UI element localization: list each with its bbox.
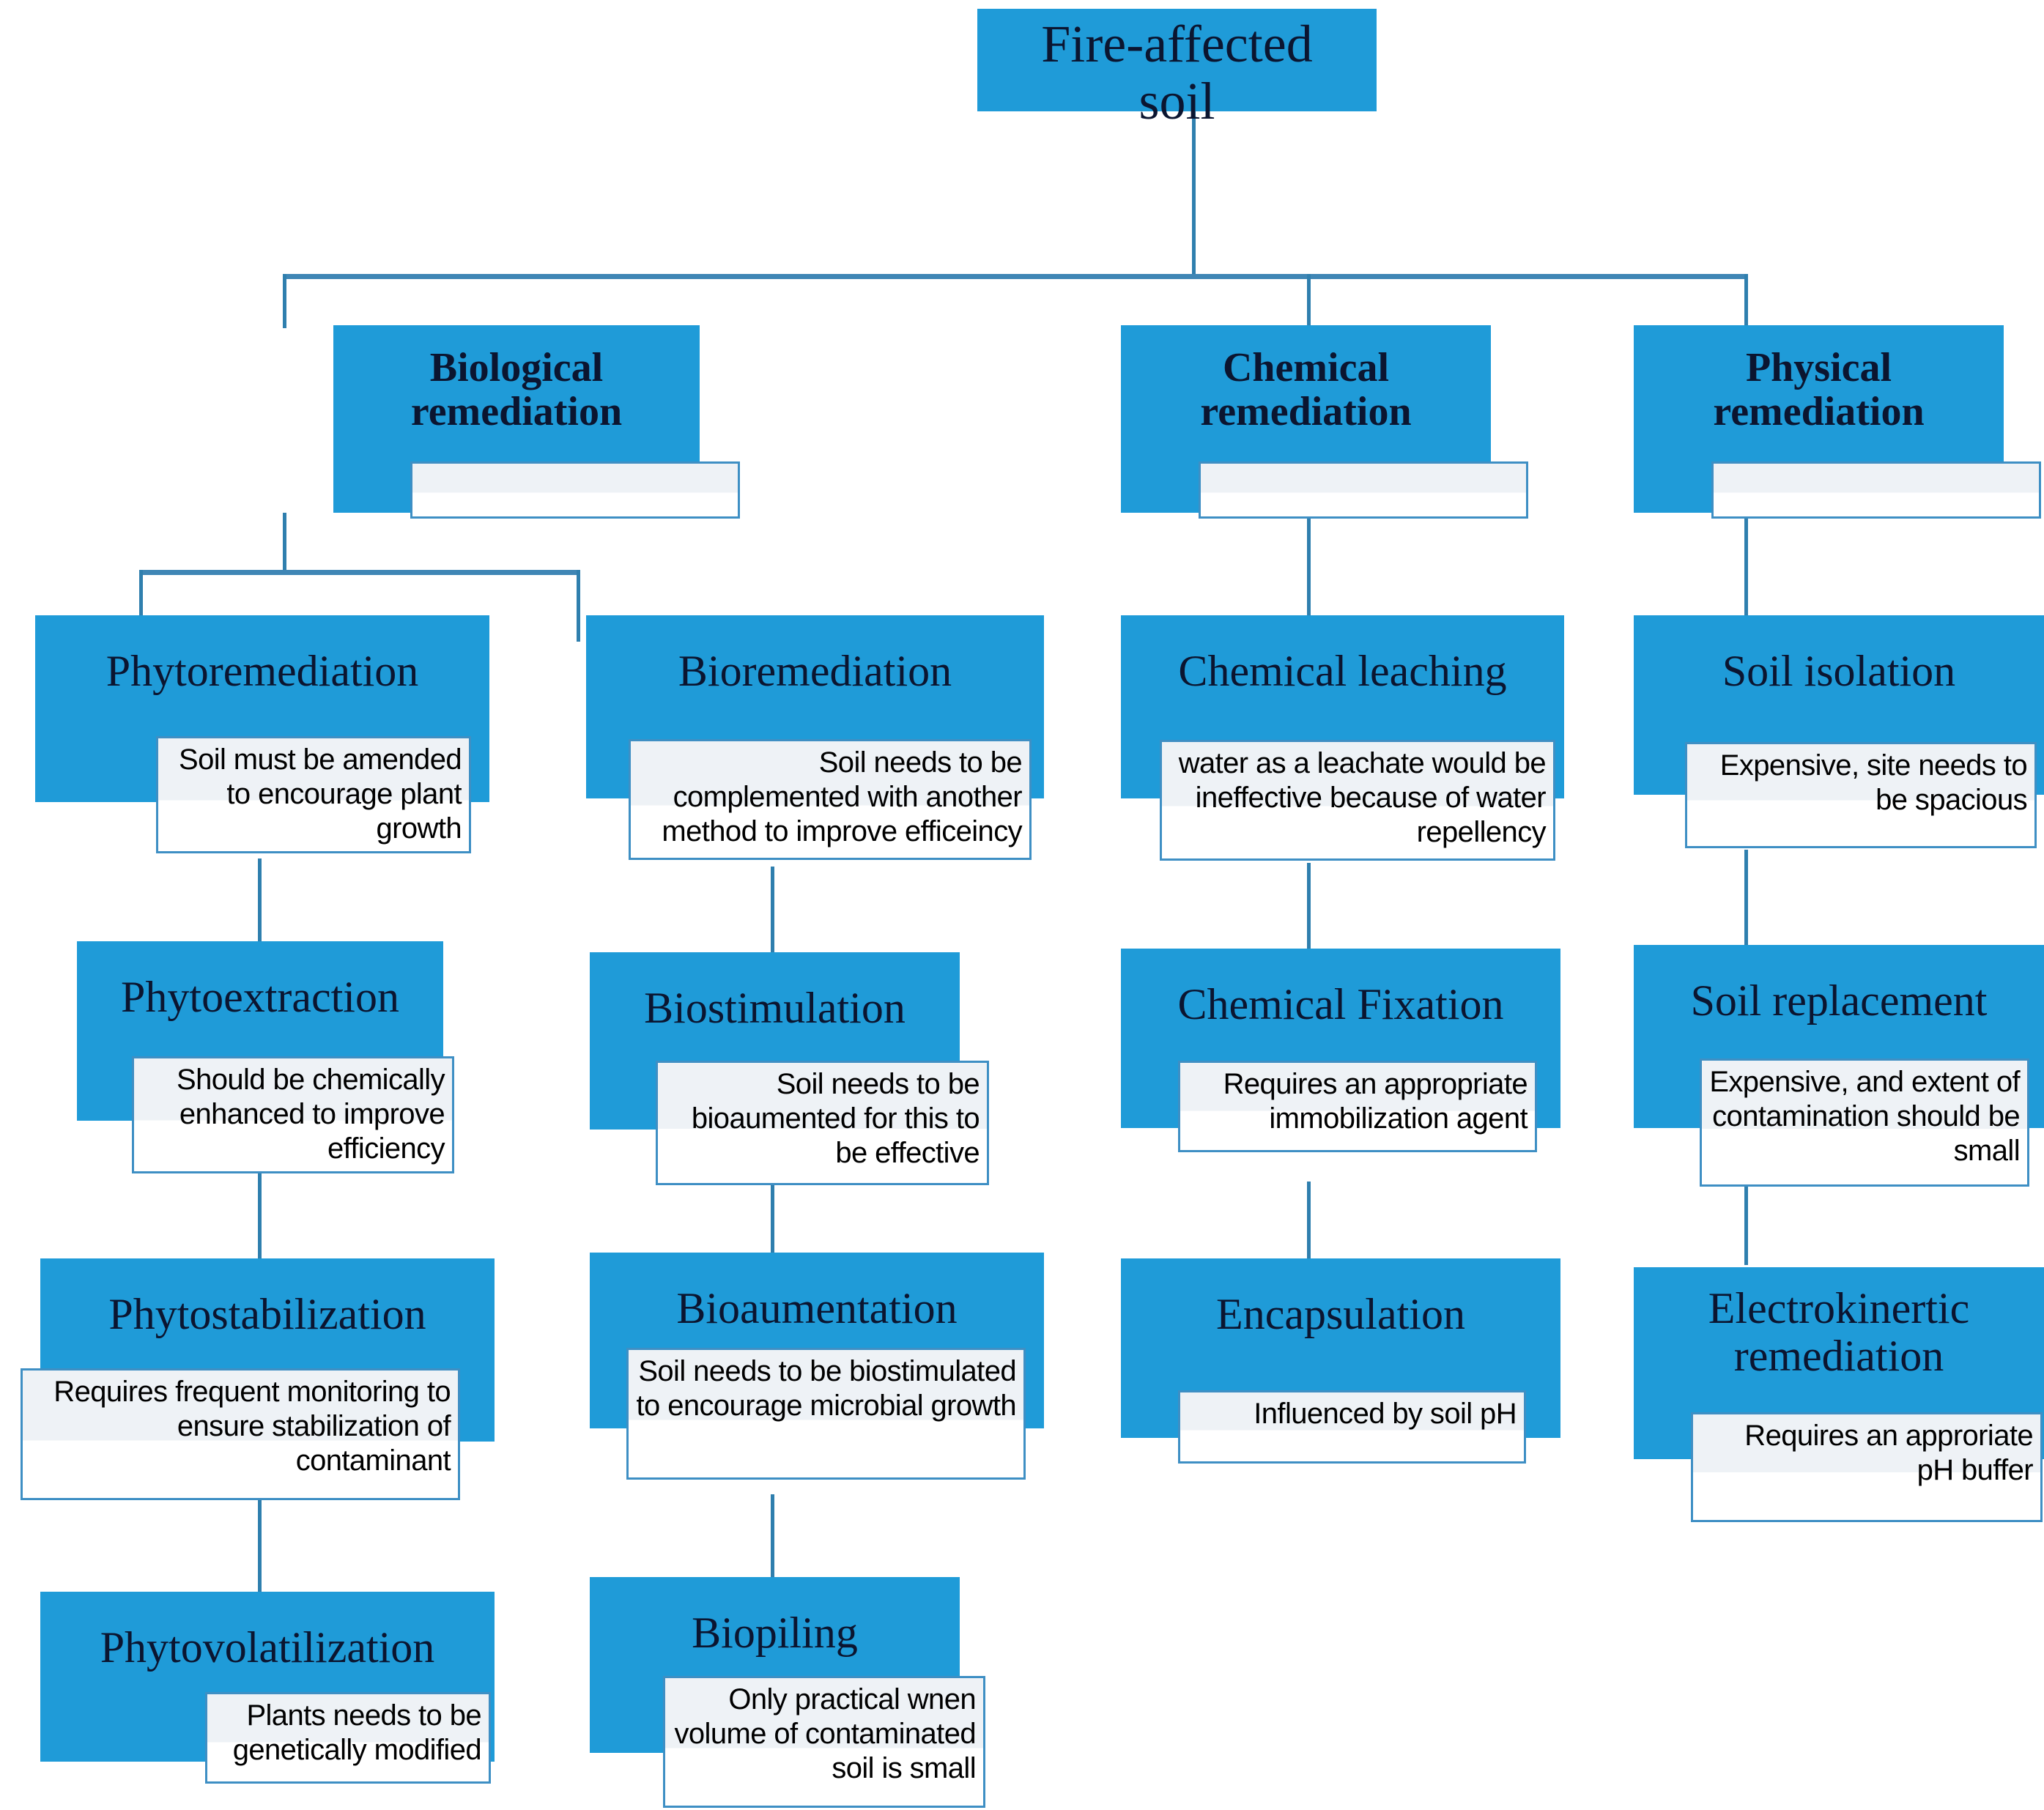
node-label: Biopiling: [692, 1609, 858, 1657]
connector-biological-stem: [283, 513, 286, 571]
connector-drop-phytoremediation: [139, 570, 143, 642]
note-chemical-fixation: Requires an appropriate immobilization a…: [1178, 1061, 1537, 1152]
node-label: Fire-affected soil: [1041, 15, 1313, 130]
note-chemical-remediation: [1199, 461, 1528, 519]
note-text: Plants needs to be genetically modified: [232, 1699, 482, 1767]
note-phytostabilization: Requires frequent monitoring to ensure s…: [21, 1368, 460, 1500]
connector-drop-chemical: [1307, 274, 1311, 328]
note-text: Only practical wnen volume of contaminat…: [674, 1683, 977, 1785]
connector-bio-chain-1: [771, 867, 774, 952]
note-bioaumentation: Soil needs to be biostimulated to encour…: [626, 1348, 1026, 1480]
connector-phys-chain-1: [1744, 850, 1748, 946]
note-text: Soil needs to be biostimulated to encour…: [636, 1355, 1017, 1423]
connector-bio-chain-3: [771, 1494, 774, 1577]
connector-drop-biological: [283, 274, 286, 328]
note-text: Soil needs to be bioaumented for this to…: [691, 1068, 980, 1170]
node-label: Biostimulation: [644, 984, 906, 1032]
node-label: Chemical remediation: [1200, 345, 1412, 435]
node-label: Bioremediation: [678, 647, 952, 695]
connector-drop-physical: [1744, 274, 1748, 328]
node-label: Encapsulation: [1216, 1290, 1465, 1338]
node-label: Biological remediation: [410, 345, 623, 435]
connector-phyto-chain-3: [258, 1494, 262, 1592]
note-physical-remediation: [1711, 461, 2041, 519]
node-label: Phytoremediation: [105, 647, 419, 695]
node-label: Phytoextraction: [121, 973, 399, 1021]
node-label: Chemical Fixation: [1177, 980, 1504, 1028]
connector-drop-bioremediation: [577, 570, 580, 642]
note-text: Requires an approriate pH buffer: [1744, 1420, 2033, 1487]
node-label: Soil replacement: [1690, 976, 1988, 1025]
note-phytoremediation: Soil must be amended to encourage plant …: [156, 736, 471, 853]
node-label: Phytostabilization: [108, 1290, 426, 1338]
node-fire-affected-soil[interactable]: Fire-affected soil: [977, 9, 1377, 130]
note-chemical-leaching: water as a leachate would be ineffective…: [1160, 740, 1555, 861]
note-soil-replacement: Expensive, and extent of contamination s…: [1700, 1058, 2029, 1187]
note-text: Requires an appropriate immobilization a…: [1223, 1068, 1528, 1135]
node-label: Phytovolatilization: [100, 1623, 435, 1672]
connector-chemical-stem: [1307, 513, 1311, 642]
connector-phyto-chain-1: [258, 858, 262, 941]
connector-phyto-chain-2: [258, 1171, 262, 1259]
note-text: Expensive, site needs to be spacious: [1719, 749, 2028, 817]
note-electrokinertic-remediation: Requires an approriate pH buffer: [1691, 1412, 2043, 1522]
connector-biological-bus: [139, 570, 579, 575]
note-text: Requires frequent monitoring to ensure s…: [53, 1376, 451, 1477]
note-text: Soil needs to be complemented with anoth…: [662, 746, 1022, 848]
note-text: Should be chemically enhanced to improve…: [177, 1064, 445, 1165]
note-text: Soil must be amended to encourage plant …: [178, 743, 462, 845]
connector-phys-chain-2: [1744, 1182, 1748, 1265]
node-label: Soil isolation: [1722, 647, 1956, 695]
node-label: Electrokinertic remediation: [1708, 1284, 1970, 1380]
connector-root-stem: [1192, 111, 1196, 277]
connector-bio-chain-2: [771, 1184, 774, 1257]
connector-level1-bus: [283, 274, 1747, 279]
note-biological-remediation: [410, 461, 740, 519]
note-text: Influenced by soil pH: [1254, 1398, 1517, 1430]
connector-chem-chain-2: [1307, 1182, 1311, 1264]
connector-physical-stem: [1744, 513, 1748, 642]
node-label: Chemical leaching: [1178, 647, 1507, 695]
note-soil-isolation: Expensive, site needs to be spacious: [1685, 742, 2037, 848]
note-phytovolatilization: Plants needs to be genetically modified: [205, 1692, 491, 1784]
note-phytoextraction: Should be chemically enhanced to improve…: [132, 1056, 454, 1173]
note-biopiling: Only practical wnen volume of contaminat…: [663, 1676, 985, 1808]
node-label: Bioaumentation: [676, 1284, 958, 1332]
connector-chem-chain-1: [1307, 863, 1311, 949]
note-bioremediation: Soil needs to be complemented with anoth…: [629, 739, 1032, 860]
note-text: Expensive, and extent of contamination s…: [1709, 1066, 2020, 1168]
note-text: water as a leachate would be ineffective…: [1178, 747, 1547, 849]
node-label: Physical remediation: [1713, 345, 1925, 435]
note-encapsulation: Influenced by soil pH: [1178, 1390, 1526, 1464]
note-biostimulation: Soil needs to be bioaumented for this to…: [656, 1061, 989, 1185]
